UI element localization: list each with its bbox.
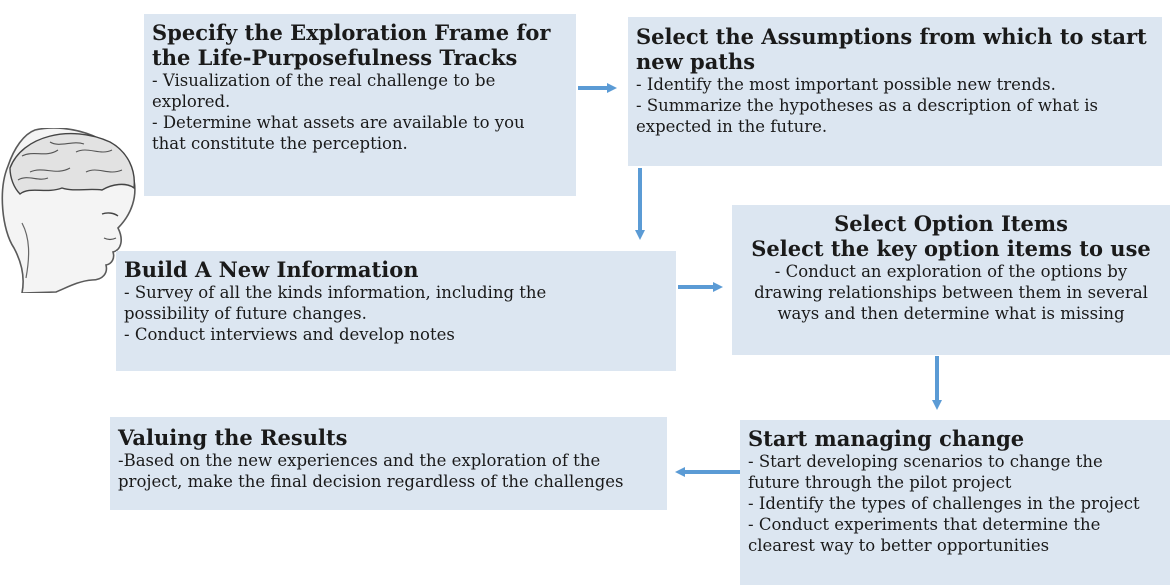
step-text: clearest way to better opportunities [748, 536, 1050, 555]
step-managing-change: Start managing change - Start developing… [740, 420, 1170, 585]
step-text: ways and then determine what is missing [777, 304, 1125, 323]
step-title: Select Option Items [834, 211, 1068, 236]
step-text: - Visualization of the real challenge to… [152, 71, 496, 90]
step-text: that constitute the perception. [152, 134, 408, 153]
step-text: explored. [152, 92, 231, 111]
step-text: - Start developing scenarios to change t… [748, 452, 1103, 471]
step-title: Valuing the Results [118, 425, 348, 450]
step-title: Build A New Information [124, 257, 419, 282]
step-text: - Conduct interviews and develop notes [124, 325, 455, 344]
step-title: the Life-Purposefulness Tracks [152, 45, 518, 70]
step-title: Start managing change [748, 426, 1025, 451]
step-assumptions: Select the Assumptions from which to sta… [628, 17, 1162, 166]
step-title: Select the Assumptions from which to sta… [636, 24, 1147, 49]
step-title: new paths [636, 49, 756, 74]
step-text: future through the pilot project [748, 473, 1012, 492]
step-text: drawing relationships between them in se… [754, 283, 1148, 302]
step-option-items: Select Option Items Select the key optio… [732, 205, 1170, 355]
step-text: - Conduct an exploration of the options … [774, 262, 1128, 281]
step-new-information: Build A New Information - Survey of all … [116, 251, 676, 371]
step-exploration-frame: Specify the Exploration Frame for the Li… [144, 14, 576, 196]
step-text: - Identify the most important possible n… [636, 75, 1056, 94]
step-text: - Identify the types of challenges in th… [748, 494, 1140, 513]
step-text: possibility of future changes. [124, 304, 367, 323]
step-text: - Summarize the hypotheses as a descript… [636, 96, 1099, 115]
step-title: Select the key option items to use [751, 236, 1151, 261]
step-text: -Based on the new experiences and the ex… [118, 451, 601, 470]
step-text: - Determine what assets are available to… [152, 113, 525, 132]
step-title: Specify the Exploration Frame for [152, 20, 551, 45]
step-text: - Survey of all the kinds information, i… [124, 283, 547, 302]
step-text: expected in the future. [636, 117, 828, 136]
human-head-brain-icon [0, 127, 140, 294]
step-valuing-results: Valuing the Results -Based on the new ex… [110, 417, 667, 510]
step-text: project, make the final decision regardl… [118, 472, 624, 491]
step-text: - Conduct experiments that determine the [748, 515, 1101, 534]
